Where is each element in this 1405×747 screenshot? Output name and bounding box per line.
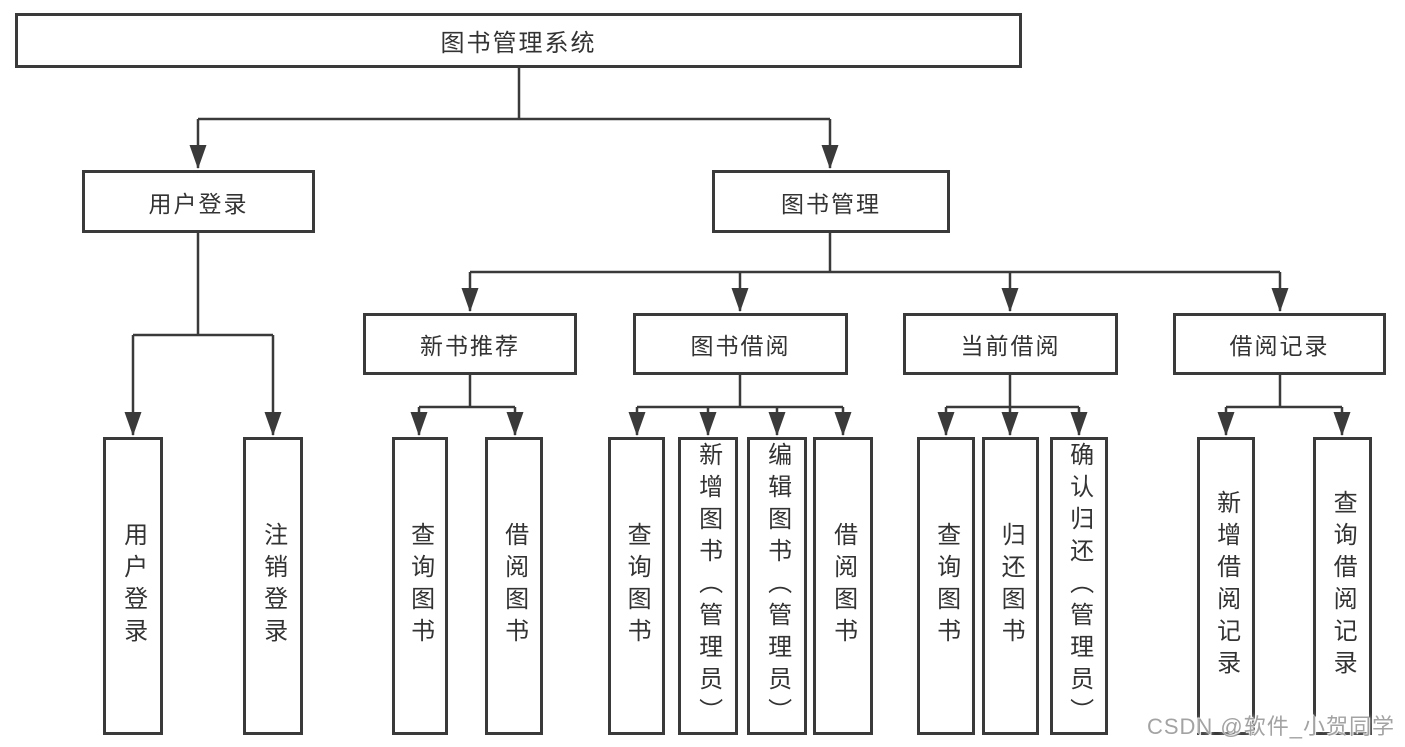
node-label: 归还图书: [997, 522, 1025, 650]
node-new-book-recommend: 新书推荐: [363, 313, 577, 375]
connector-new-book-recommend: [410, 375, 524, 436]
node-borrow-records: 借阅记录: [1173, 313, 1386, 375]
node-book-management-branch: 图书管理: [712, 170, 950, 233]
node-add-borrow-record: 新增借阅记录: [1197, 437, 1255, 735]
node-borrow-books-leaf: 借阅图书: [813, 437, 873, 735]
node-query-books-recommend: 查询图书: [392, 437, 448, 735]
node-label: 新增图书（管理员）: [694, 442, 722, 730]
node-label: 图书管理: [781, 190, 881, 217]
csdn-watermark: CSDN @软件_小贺同学: [1146, 714, 1395, 739]
node-label: 查询图书: [932, 522, 960, 650]
node-current-borrow: 当前借阅: [903, 313, 1118, 375]
node-label: 图书借阅: [690, 333, 791, 359]
node-label: 借阅记录: [1229, 333, 1330, 359]
node-root-label: 图书管理系统: [440, 30, 597, 57]
connector-book-borrow: [628, 375, 852, 436]
connector-book-management-branch: [461, 233, 1289, 312]
connector-current-borrow: [937, 375, 1088, 436]
node-label: 用户登录: [148, 190, 249, 217]
node-label: 查询图书: [623, 522, 651, 650]
node-label: 新增借阅记录: [1212, 490, 1240, 682]
node-label: 借阅图书: [500, 522, 528, 650]
node-book-borrow: 图书借阅: [633, 313, 848, 375]
node-return-book: 归还图书: [982, 437, 1039, 735]
node-user-login-branch: 用户登录: [82, 170, 315, 233]
node-user-login-leaf: 用户登录: [103, 437, 163, 735]
node-logout-leaf: 注销登录: [243, 437, 303, 735]
connector-borrow-records: [1217, 375, 1351, 436]
node-label: 编辑图书（管理员）: [763, 442, 791, 730]
node-label: 查询图书: [406, 522, 434, 650]
node-label: 新书推荐: [420, 333, 520, 359]
node-label: 查询借阅记录: [1329, 490, 1357, 682]
node-query-books-current: 查询图书: [917, 437, 975, 735]
node-label: 当前借阅: [960, 333, 1061, 359]
node-label: 用户登录: [119, 522, 147, 650]
connector-user-login-branch: [124, 233, 282, 436]
node-add-book-admin: 新增图书（管理员）: [678, 437, 738, 735]
node-label: 确认归还（管理员）: [1065, 442, 1093, 730]
connector-root-to-level1: [189, 68, 839, 169]
node-label: 借阅图书: [829, 522, 857, 650]
node-borrow-books-recommend: 借阅图书: [485, 437, 543, 735]
node-label: 注销登录: [259, 522, 287, 650]
node-confirm-return-admin: 确认归还（管理员）: [1050, 437, 1108, 735]
node-query-books-borrow: 查询图书: [608, 437, 665, 735]
node-query-borrow-record: 查询借阅记录: [1313, 437, 1372, 735]
node-root: 图书管理系统: [15, 13, 1022, 68]
node-edit-book-admin: 编辑图书（管理员）: [747, 437, 807, 735]
